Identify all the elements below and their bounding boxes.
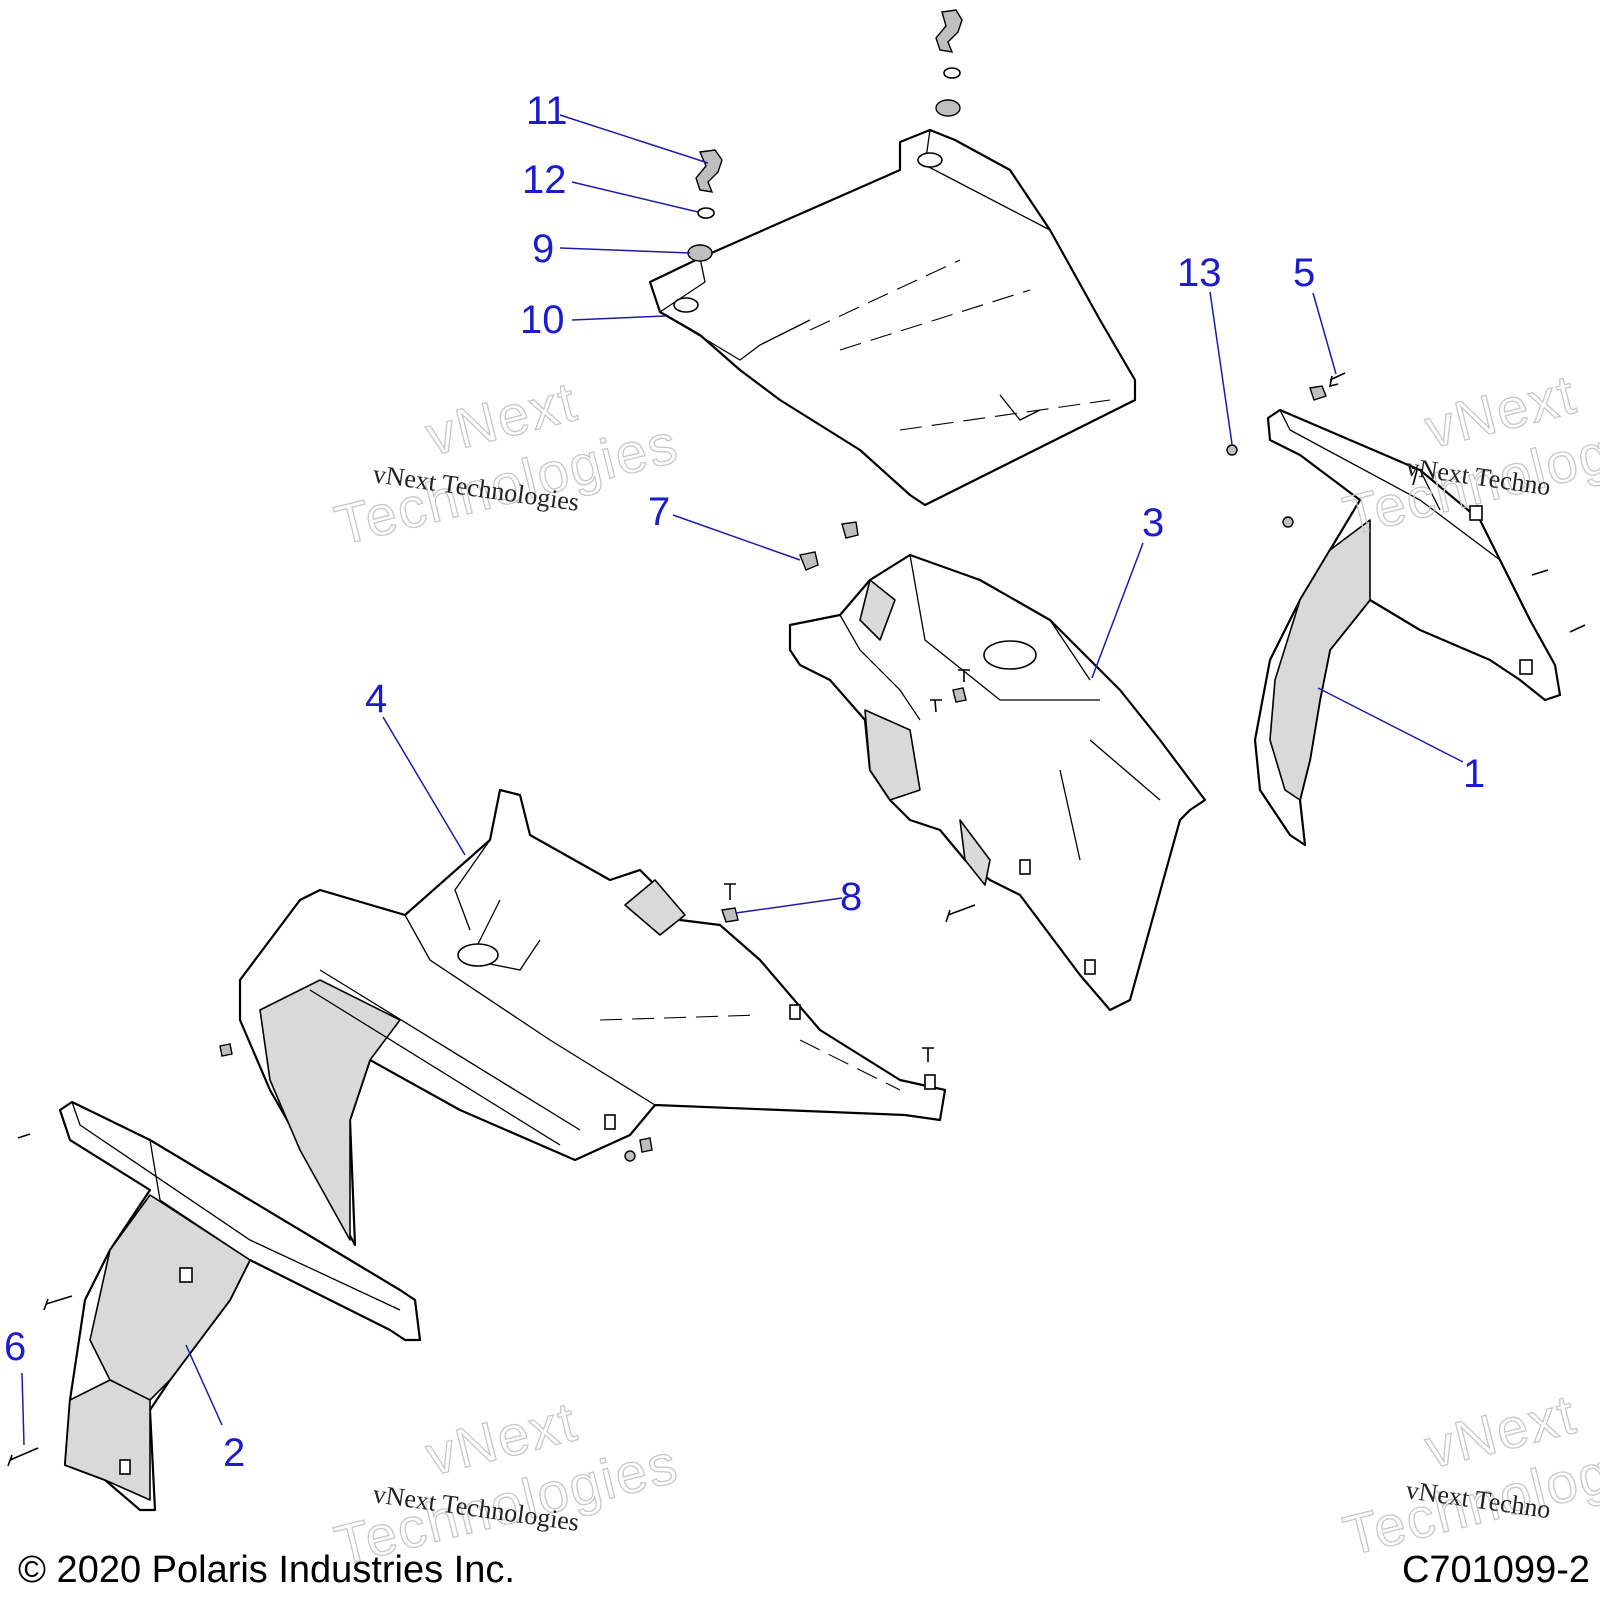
leader-lines [21,114,1464,1446]
watermark-top-right: vNext Technologies [1337,361,1600,548]
callout-2: 2 [223,1431,245,1475]
callout-13: 13 [1177,251,1222,295]
leader-8 [735,897,843,914]
part-2-left-fender [58,1100,422,1512]
part-10-upper-panel [648,128,1137,507]
leader-2 [185,1344,223,1426]
leader-4 [382,716,466,856]
watermark-top-left: vNext Technologies [328,369,685,558]
leader-11 [559,114,709,164]
callout-labels: 11 12 9 10 7 13 5 3 1 4 8 2 6 [4,89,1485,1475]
leader-3 [1091,542,1144,679]
callout-11: 11 [526,89,568,133]
leader-9 [559,247,691,254]
callout-8: 8 [840,875,862,919]
leader-7 [672,514,801,561]
callout-1: 1 [1463,752,1485,796]
leader-10 [571,315,666,321]
copyright-text: © 2020 Polaris Industries Inc. [18,1549,515,1591]
leader-6 [21,1372,25,1446]
callout-9: 9 [532,227,554,271]
leader-1 [1317,687,1464,763]
hardware-group [7,9,1586,1467]
diagram-code: C701099-2 [1402,1549,1590,1591]
callout-10: 10 [520,298,565,342]
part-4-lower-panel [238,788,947,1247]
callout-12: 12 [522,158,567,202]
part-1-right-fender [1253,408,1562,847]
callout-5: 5 [1293,251,1315,295]
leader-13 [1209,291,1233,445]
leader-5 [1312,292,1337,375]
watermark-bottom-right: vNext Technologies [1337,1381,1600,1568]
callout-7: 7 [648,490,670,534]
callout-6: 6 [4,1325,26,1369]
leader-12 [571,181,699,213]
callout-4: 4 [365,677,387,721]
part-3-center-panel [788,553,1207,1012]
callout-3: 3 [1142,501,1164,545]
watermark-bottom-left: vNext Technologies [328,1389,685,1578]
